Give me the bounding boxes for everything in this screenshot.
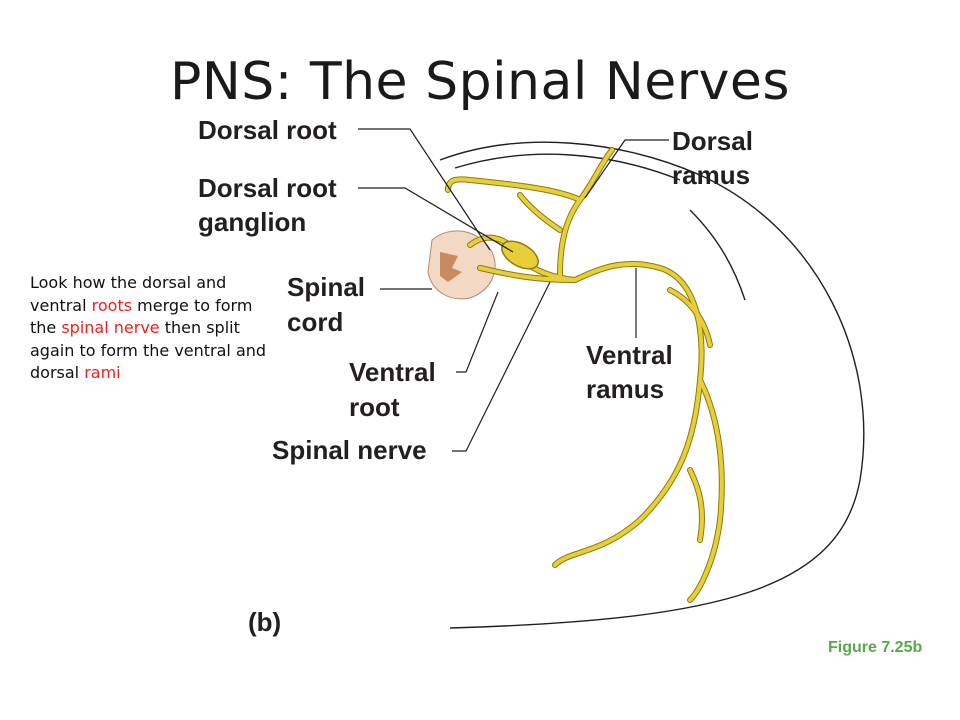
label-dorsal-root-ganglion-1: Dorsal root: [198, 173, 337, 203]
figure-caption: Figure 7.25b: [828, 639, 923, 656]
label-spinal-cord-1: Spinal: [287, 272, 365, 302]
leader-lines: [358, 128, 669, 452]
label-dorsal-root: Dorsal root: [198, 115, 337, 145]
nerve-fibers: [445, 147, 725, 603]
note-text-1: Look how the dorsal and ventral: [30, 273, 227, 315]
note-highlight-roots: roots: [91, 295, 133, 315]
spinal-cord-section: [427, 230, 496, 300]
label-ventral-ramus-1: Ventral: [586, 340, 673, 370]
label-ventral-ramus-2: ramus: [586, 374, 664, 404]
note-text-2: merge to form the: [30, 295, 253, 338]
label-dorsal-ramus-2: ramus: [672, 160, 750, 190]
panel-label: (b): [248, 607, 281, 637]
note-text-3: then split again to form the ventral and…: [30, 318, 267, 382]
note-highlight-rami: rami: [84, 363, 121, 382]
note-highlight-spinal-nerve: spinal nerve: [61, 318, 160, 337]
body-outline: [439, 141, 865, 629]
label-ventral-root-1: Ventral: [349, 357, 436, 387]
explanation-note: Look how the dorsal and ventral roots me…: [30, 272, 270, 385]
slide-title: PNS: The Spinal Nerves: [170, 52, 790, 112]
label-spinal-cord-2: cord: [287, 307, 343, 337]
label-ventral-root-2: root: [349, 392, 400, 422]
dorsal-root-ganglion: [501, 240, 539, 270]
label-spinal-nerve: Spinal nerve: [272, 435, 427, 465]
label-dorsal-root-ganglion-2: ganglion: [198, 207, 306, 237]
label-dorsal-ramus-1: Dorsal: [672, 126, 753, 156]
